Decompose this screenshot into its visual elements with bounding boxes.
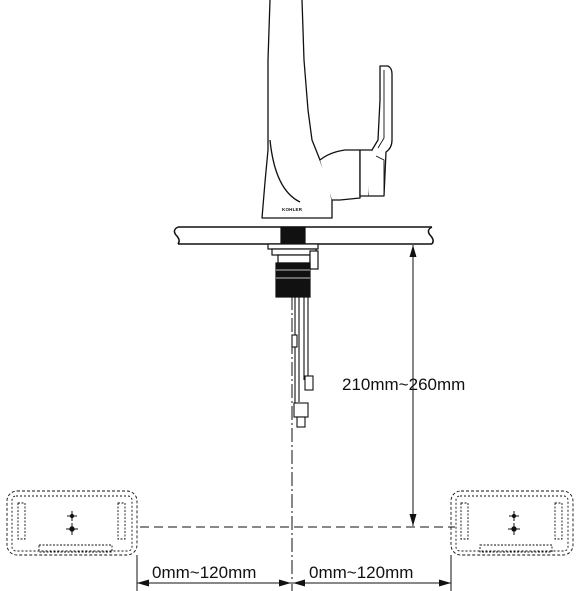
- brand-logo: KOHLER: [282, 207, 303, 212]
- mounting-shank: [267, 226, 319, 298]
- horizontal-dimension-left: [136, 555, 291, 591]
- horizontal-dimension-right: [293, 555, 452, 591]
- left-sensor-module: [6, 490, 138, 556]
- right-sensor-icon: [508, 511, 520, 535]
- right-sensor-module: [450, 490, 574, 556]
- horizontal-dimension-left-label: 0mm~120mm: [152, 563, 256, 582]
- vertical-dimension-label: 210mm~260mm: [342, 375, 465, 394]
- horizontal-dimension-right-label: 0mm~120mm: [309, 563, 413, 582]
- faucet-body: [261, 0, 361, 219]
- vertical-dimension: [409, 245, 417, 526]
- supply-hoses: [291, 297, 314, 428]
- left-sensor-icon: [66, 511, 78, 535]
- lever-handle: [359, 65, 393, 197]
